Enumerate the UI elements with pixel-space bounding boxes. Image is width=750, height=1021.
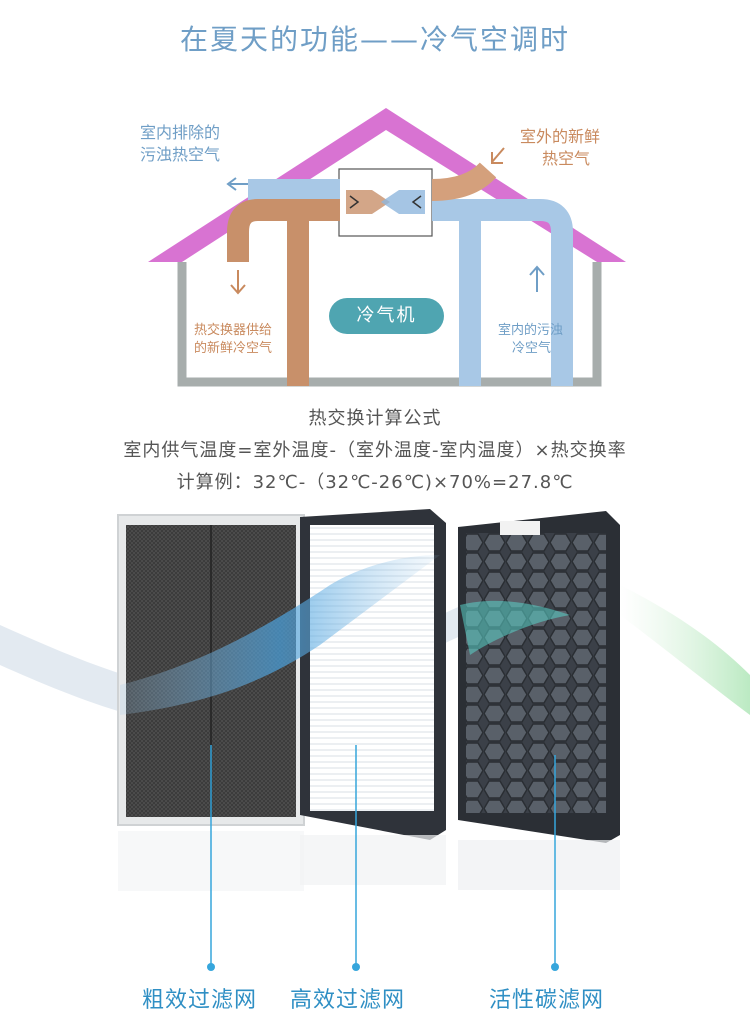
air-conditioner-badge: 冷气机 xyxy=(329,298,444,334)
carbon-filter-reflection xyxy=(458,840,620,890)
supply-air-label-line1: 热交换器供给 xyxy=(194,323,273,338)
fresh-air-arrow-icon xyxy=(491,147,505,164)
airflow-swoosh-teal xyxy=(460,600,570,655)
formula-heading: 热交换计算公式 xyxy=(308,408,442,429)
indoor-air-label-line2: 冷空气 xyxy=(512,341,552,356)
chevron-right-icon xyxy=(411,195,422,209)
fresh-air-label: 室外的新鲜 热空气 xyxy=(520,126,600,170)
exhaust-label-line1: 室内排除的 xyxy=(140,123,221,142)
chevron-left-icon xyxy=(349,195,360,209)
heat-exchange-diagram xyxy=(148,108,626,387)
supply-pipe xyxy=(227,199,340,262)
formula-example: 计算例：32℃-（32℃-26℃)×70%=27.8℃ xyxy=(176,472,574,493)
coarse-filter-label: 粗效过滤网 xyxy=(142,988,258,1013)
coarse-filter-pointer-dot xyxy=(207,963,215,971)
exhaust-label: 室内排除的 污浊热空气 xyxy=(140,122,220,166)
fresh-air-label-line2: 热空气 xyxy=(542,149,591,168)
page-title: 在夏天的功能——冷气空调时 xyxy=(179,23,570,56)
indoor-return-pipe xyxy=(432,199,573,386)
hepa-filter-reflection xyxy=(300,835,446,885)
indoor-air-label-line1: 室内的污浊 xyxy=(498,323,564,338)
roof xyxy=(148,108,626,262)
carbon-filter-tab xyxy=(500,521,540,535)
indoor-air-arrow-icon xyxy=(529,265,545,292)
green-wave-decoration xyxy=(620,585,750,715)
hepa-filter-label: 高效过滤网 xyxy=(290,988,406,1013)
airflow-swoosh xyxy=(120,555,440,715)
supply-air-label-line2: 的新鲜冷空气 xyxy=(194,341,273,356)
formula-equation: 室内供气温度=室外温度-（室外温度-室内温度）×热交换率 xyxy=(123,440,627,461)
carbon-filter-honeycomb xyxy=(466,533,606,813)
indoor-air-label: 室内的污浊 冷空气 xyxy=(498,322,563,358)
exchanger-core-warm xyxy=(346,190,390,214)
exhaust-arrow-icon xyxy=(226,177,248,191)
hepa-filter-pointer-dot xyxy=(352,963,360,971)
exchanger-core-cool xyxy=(381,190,425,214)
house-wall xyxy=(177,262,602,387)
fresh-air-pipe xyxy=(431,162,497,201)
exhaust-label-line2: 污浊热空气 xyxy=(140,145,221,164)
fresh-air-label-line1: 室外的新鲜 xyxy=(520,127,601,146)
carbon-filter-pointer-dot xyxy=(551,963,559,971)
supply-air-label: 热交换器供给 的新鲜冷空气 xyxy=(194,322,272,358)
supply-arrow-icon xyxy=(230,270,246,295)
filters-illustration xyxy=(0,509,750,971)
carbon-filter-label: 活性碳滤网 xyxy=(489,988,605,1013)
